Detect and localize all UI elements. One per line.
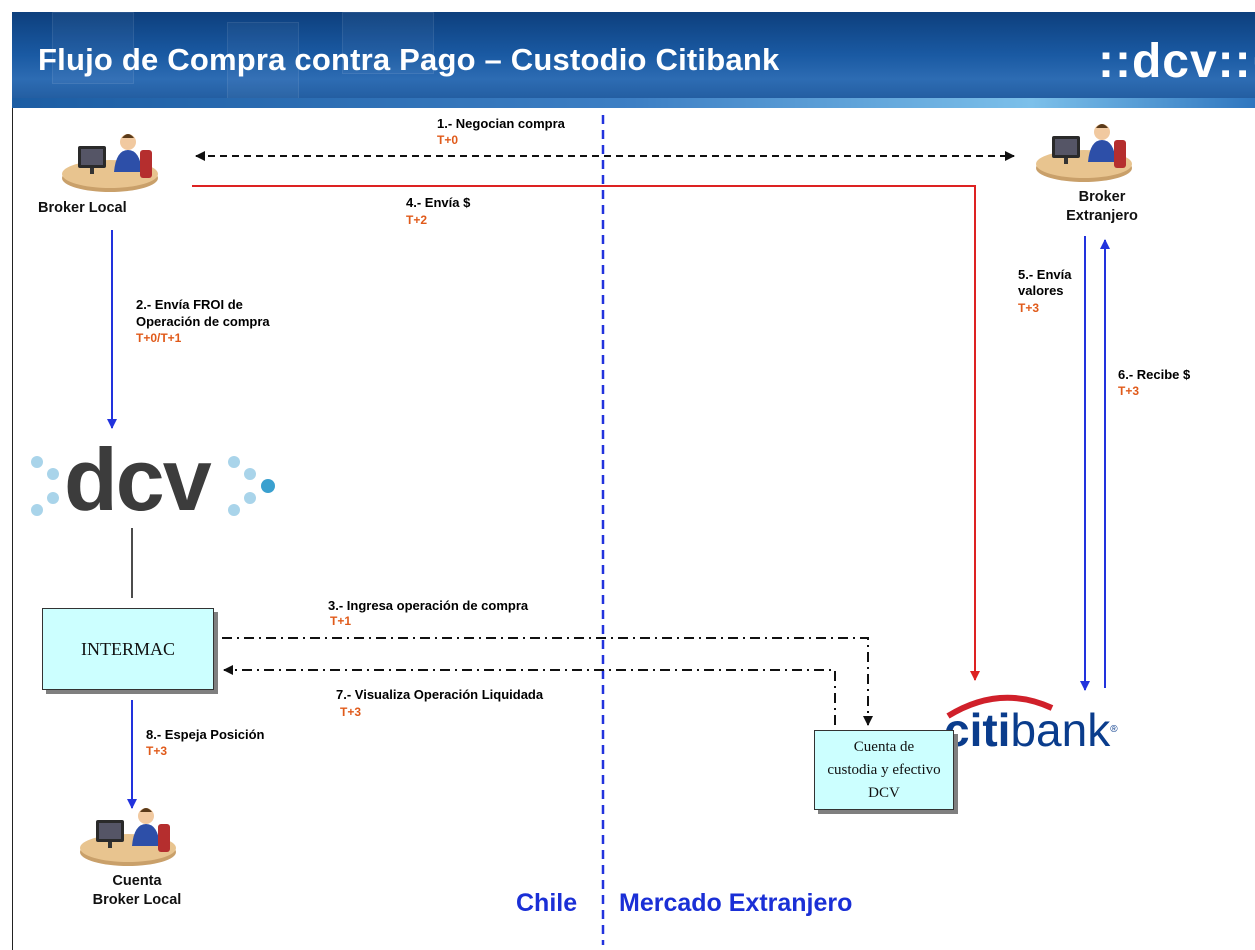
citibank-logo-citi: citi	[944, 704, 1011, 756]
cuenta-broker-local-icon	[80, 808, 176, 866]
region-chile-label: Chile	[516, 889, 578, 917]
broker-local-icon	[62, 134, 158, 192]
broker-extranjero-line2: Extranjero	[1066, 208, 1138, 224]
citibank-registered-mark: ®	[1110, 724, 1118, 735]
step-2-time: T+0/T+1	[136, 331, 182, 345]
step-6-time: T+3	[1118, 384, 1140, 398]
step-8-time: T+3	[146, 744, 168, 758]
step-1-time: T+0	[437, 133, 459, 147]
cuenta-custodia-line1: Cuenta de	[853, 738, 915, 755]
step-8-label: 8.- Espeja Posición	[146, 727, 265, 742]
header-decor-square	[52, 12, 134, 84]
step-7-time: T+3	[340, 705, 362, 719]
step-3-time: T+1	[330, 614, 352, 628]
step-7-label: 7.- Visualiza Operación Liquidada	[336, 687, 544, 702]
citibank-arc	[946, 694, 1054, 719]
header-strip	[12, 98, 1255, 108]
cuenta-broker-line2: Broker Local	[92, 892, 182, 908]
cuenta-custodia-box: Cuenta de custodia y efectivo DCV	[814, 730, 954, 810]
arrow-step-4	[192, 185, 980, 681]
step-2-label-line2: Operación de compra	[136, 314, 270, 329]
step-3-label: 3.- Ingresa operación de compra	[328, 598, 529, 613]
broker-extranjero-line1: Broker	[1078, 189, 1126, 205]
cuenta-broker-label: Cuenta Broker Local	[72, 872, 202, 910]
cuenta-broker-line1: Cuenta	[112, 873, 162, 889]
header-dcv-logo: ::dcv::·	[1098, 35, 1255, 88]
step-4-label: 4.- Envía $	[406, 195, 471, 210]
step-4-time: T+2	[406, 213, 428, 227]
broker-local-label: Broker Local	[38, 200, 127, 216]
step-2-label-line1: 2.- Envía FROI de	[136, 297, 243, 312]
dcv-logo: dcv	[64, 430, 212, 529]
arrow-step-7	[223, 665, 836, 725]
step-5-time: T+3	[1018, 301, 1040, 315]
region-extranjero-label: Mercado Extranjero	[619, 889, 853, 917]
header-banner: Flujo de Compra contra Pago – Custodio C…	[12, 12, 1255, 108]
arrow-step-3	[222, 637, 873, 726]
page-title: Flujo de Compra contra Pago – Custodio C…	[38, 42, 780, 77]
header-decor-square	[342, 12, 434, 74]
step-5-label-line1: 5.- Envía	[1018, 267, 1072, 282]
step-5-label-line2: valores	[1018, 283, 1064, 298]
broker-extranjero-icon	[1036, 124, 1132, 182]
intermac-box: INTERMAC	[42, 608, 214, 690]
citibank-logo-bank: bank	[1010, 704, 1111, 756]
cuenta-custodia-line3: DCV	[868, 784, 900, 801]
intermac-label: INTERMAC	[81, 638, 175, 659]
step-6-label: 6.- Recibe $	[1118, 367, 1191, 382]
step-1-label: 1.- Negocian compra	[437, 116, 565, 131]
broker-extranjero-label: Broker Extranjero	[1058, 188, 1146, 226]
citibank-logo: citibank®	[944, 700, 1118, 760]
dcv-logo-dots	[31, 456, 275, 516]
cuenta-custodia-line2: custodia y efectivo	[827, 761, 941, 778]
frame-left-border	[12, 108, 13, 950]
